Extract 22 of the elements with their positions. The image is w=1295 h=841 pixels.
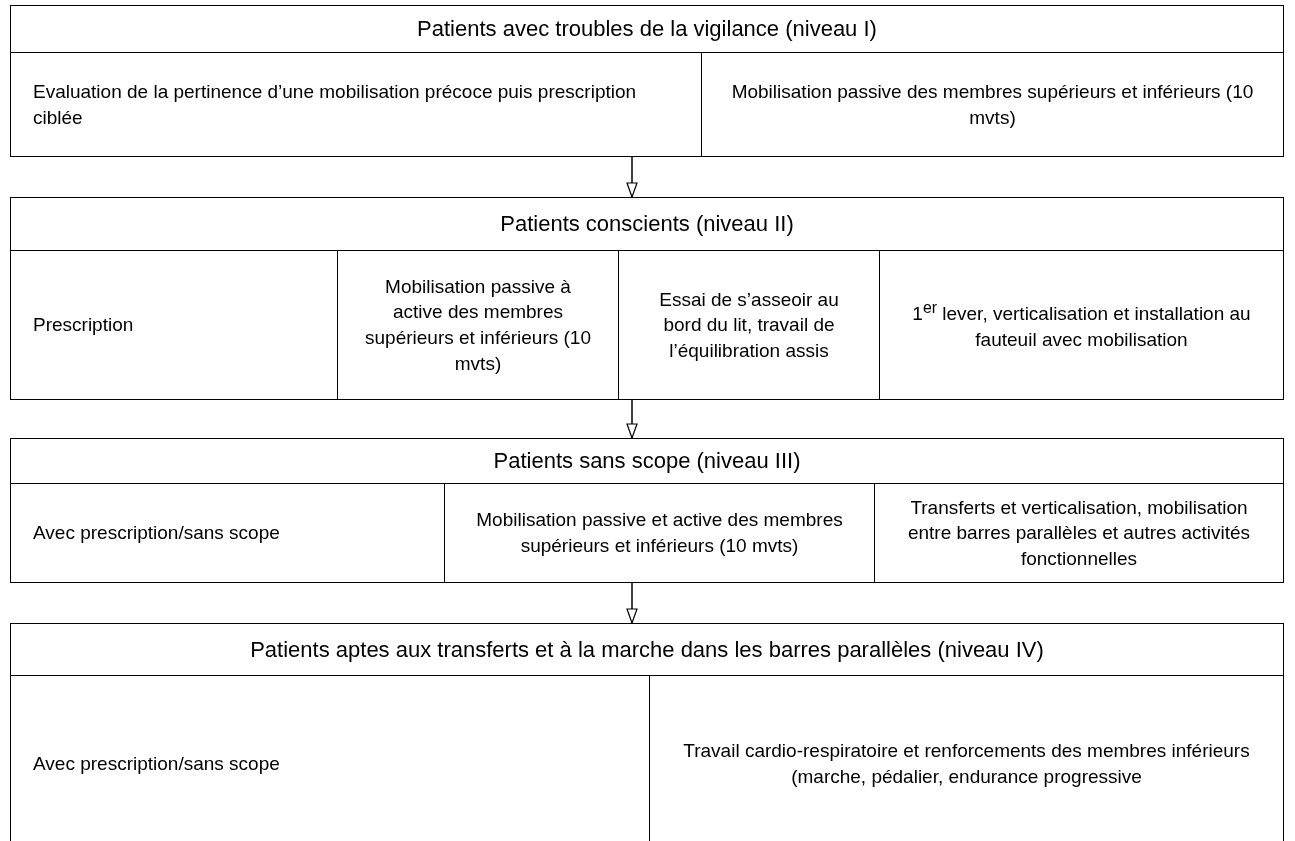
level-panel bbox=[10, 623, 1284, 841]
step-text: 1$^{er}$ lever, verticalisation et installation au fauteuil avec mobilisation bbox=[911, 298, 1252, 353]
level-panel bbox=[10, 5, 1284, 157]
level-panel bbox=[10, 438, 1284, 583]
level-heading: Patients aptes aux transferts et à la marche dans les barres parallèles (niveau IV) bbox=[11, 624, 1283, 676]
level-heading: Patients avec troubles de la vigilance (niveau I) bbox=[11, 6, 1283, 53]
step-text: Avec prescription/sans scope bbox=[33, 752, 280, 777]
step-text: Prescription bbox=[33, 313, 134, 338]
step-text: Mobilisation passive et active des membres supérieurs et inférieurs (10 mvts) bbox=[475, 508, 844, 558]
level-heading: Patients conscients (niveau II) bbox=[11, 198, 1283, 251]
arrow bbox=[626, 399, 638, 439]
step-text: Avec prescription/sans scope bbox=[33, 521, 280, 546]
level-heading: Patients sans scope (niveau III) bbox=[11, 439, 1283, 484]
arrow bbox=[626, 156, 638, 198]
step-text: Transferts et verticalisation, mobilisation entre barres parallèles et autres activités fonctionnelles bbox=[906, 495, 1252, 571]
arrow bbox=[626, 582, 638, 624]
step-text: Mobilisation passive des membres supérieurs et inférieurs (10 mvts) bbox=[730, 79, 1255, 130]
step-text: Evaluation de la pertinence d’une mobilisation précoce puis prescription ciblée bbox=[33, 79, 638, 130]
step-text: Mobilisation passive à active des membres supérieurs et inférieurs (10 mvts) bbox=[364, 274, 592, 376]
level-panel bbox=[10, 197, 1284, 400]
step-text: Travail cardio-respiratoire et renforcements des membres inférieurs (marche, pédalier, endurance progressive bbox=[682, 739, 1251, 789]
step-text: Essai de s’asseoir au bord du lit, travail de l’équilibration assis bbox=[658, 287, 840, 363]
